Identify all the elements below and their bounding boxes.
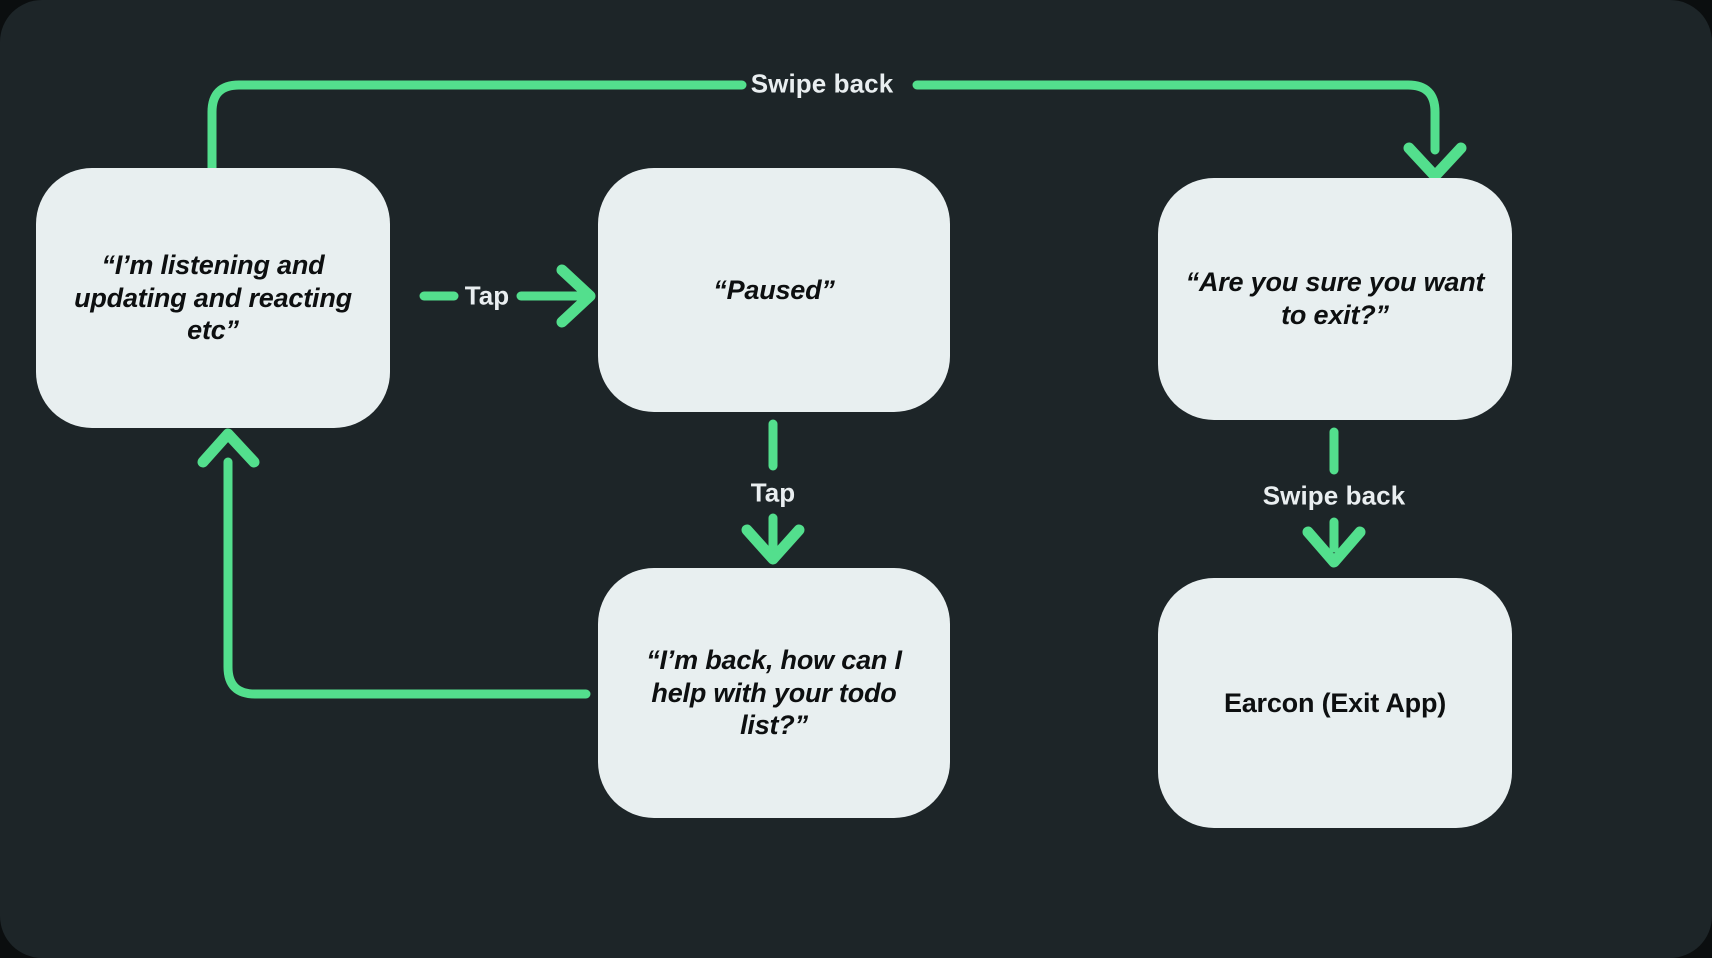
node-paused[interactable]: “Paused”	[598, 168, 950, 412]
edge-label-tap-right: Tap	[464, 280, 510, 311]
node-back[interactable]: “I’m back, how can I help with your todo…	[598, 568, 950, 818]
node-back-label: “I’m back, how can I help with your todo…	[646, 644, 902, 741]
edge-listening-to-confirm-left	[207, 80, 747, 173]
node-paused-label: “Paused”	[713, 274, 835, 305]
edge-label-swipe-back-top: Swipe back	[750, 68, 894, 99]
arrowhead-into-back	[741, 524, 805, 565]
node-confirm-exit[interactable]: “Are you sure you want to exit?”	[1158, 178, 1512, 420]
arrowhead-into-listening	[197, 428, 260, 468]
arrowhead-into-earcon	[1302, 526, 1366, 568]
node-listening[interactable]: “I’m listening and updating and reacting…	[36, 168, 390, 428]
node-listening-label: “I’m listening and updating and reacting…	[74, 249, 352, 346]
node-earcon[interactable]: Earcon (Exit App)	[1158, 578, 1512, 828]
edge-back-to-listening	[223, 457, 591, 699]
node-earcon-label: Earcon (Exit App)	[1223, 687, 1447, 718]
edge-listening-to-confirm-right	[912, 80, 1440, 155]
edge-label-tap-down: Tap	[750, 477, 796, 508]
node-confirm-exit-label: “Are you sure you want to exit?”	[1185, 267, 1485, 330]
arrowhead-into-paused	[556, 264, 596, 328]
arrowhead-into-confirm	[1403, 142, 1467, 182]
edge-label-swipe-back-right: Swipe back	[1262, 480, 1406, 511]
